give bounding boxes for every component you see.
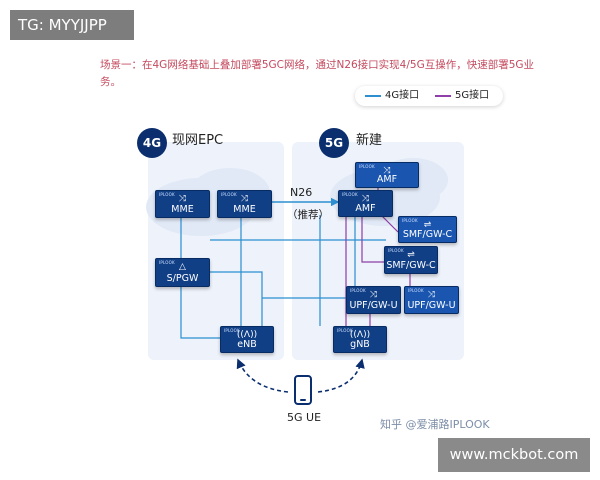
legend-5g-label: 5G接口 [455,90,490,101]
node-label: SMF/GW-C [386,260,436,271]
triangle-icon: △ [179,262,186,272]
node-label: S/PGW [166,273,199,284]
phone-icon [294,375,312,405]
badge-4g: 4G [137,128,167,158]
node-vendor-tag: IPLOOK [359,164,375,169]
legend-4g-label: 4G接口 [385,90,420,101]
mme-node-2[interactable]: IPLOOK ⤨ MME [217,190,272,218]
smf-node-2[interactable]: IPLOOK ⇌ SMF/GW-C [384,246,438,274]
n26-label: N26 [290,186,313,199]
node-vendor-tag: IPLOOK [159,192,175,197]
node-vendor-tag: IPLOOK [388,248,404,253]
gnb-node[interactable]: IPLOOK ((ᐱ)) gNB [333,326,387,353]
node-label: eNB [237,339,257,350]
mme-node-1[interactable]: IPLOOK ⤨ MME [155,190,210,218]
node-vendor-tag: IPLOOK [224,328,240,333]
amf-node-1[interactable]: IPLOOK ⤨ AMF [355,162,419,188]
badge-5g: 5G [319,128,349,158]
node-vendor-tag: IPLOOK [350,288,366,293]
site-watermark: www.mckbot.com [438,438,590,472]
node-vendor-tag: IPLOOK [221,192,237,197]
node-label: UPF/GW-U [407,300,456,311]
amf-node-2[interactable]: IPLOOK ⤨ AMF [338,190,393,217]
antenna-icon: ((ᐱ)) [236,330,258,340]
watermark-tag: TG: MYYJJPP [10,10,134,40]
spgw-node[interactable]: IPLOOK △ S/PGW [155,258,210,287]
node-vendor-tag: IPLOOK [159,260,175,265]
antenna-icon: ((ᐱ)) [349,330,371,340]
node-label: UPF/GW-U [349,300,398,311]
node-vendor-tag: IPLOOK [342,192,358,197]
router-icon: ⤨ [178,194,187,204]
node-label: AMF [355,203,376,214]
node-vendor-tag: IPLOOK [408,288,424,293]
upf-node-2[interactable]: IPLOOK ⤨ UPF/GW-U [404,286,459,314]
node-label: MME [171,204,194,215]
legend: 4G接口 5G接口 [355,86,503,106]
n26-recommended-label: （推荐） [287,209,329,221]
scenario-description: 场景一：在4G网络基础上叠加部署5GC网络，通过N26接口实现4/5G互操作，快… [100,59,535,88]
node-vendor-tag: IPLOOK [402,218,418,223]
zhihu-watermark: 知乎 @爱浦路IPLOOK [380,418,490,431]
enb-node[interactable]: IPLOOK ((ᐱ)) eNB [220,326,274,353]
gateway-icon: ⇌ [407,250,415,260]
node-vendor-tag: IPLOOK [337,328,353,333]
router-icon: ⤨ [383,166,391,176]
router-icon: ⤨ [369,290,378,300]
5gc-title: 新建 [356,133,383,148]
router-icon: ⤨ [240,194,249,204]
upf-node-1[interactable]: IPLOOK ⤨ UPF/GW-U [346,286,401,314]
node-label: MME [233,204,256,215]
node-label: SMF/GW-C [402,229,453,240]
node-label: AMF [376,174,398,185]
node-label: gNB [350,339,370,350]
gateway-icon: ⇌ [423,220,432,230]
epc-title: 现网EPC [172,133,224,148]
smf-node-1[interactable]: IPLOOK ⇌ SMF/GW-C [398,216,457,243]
router-icon: ⤨ [427,290,436,300]
router-icon: ⤨ [361,194,370,204]
ue-label: 5G UE [287,411,322,424]
